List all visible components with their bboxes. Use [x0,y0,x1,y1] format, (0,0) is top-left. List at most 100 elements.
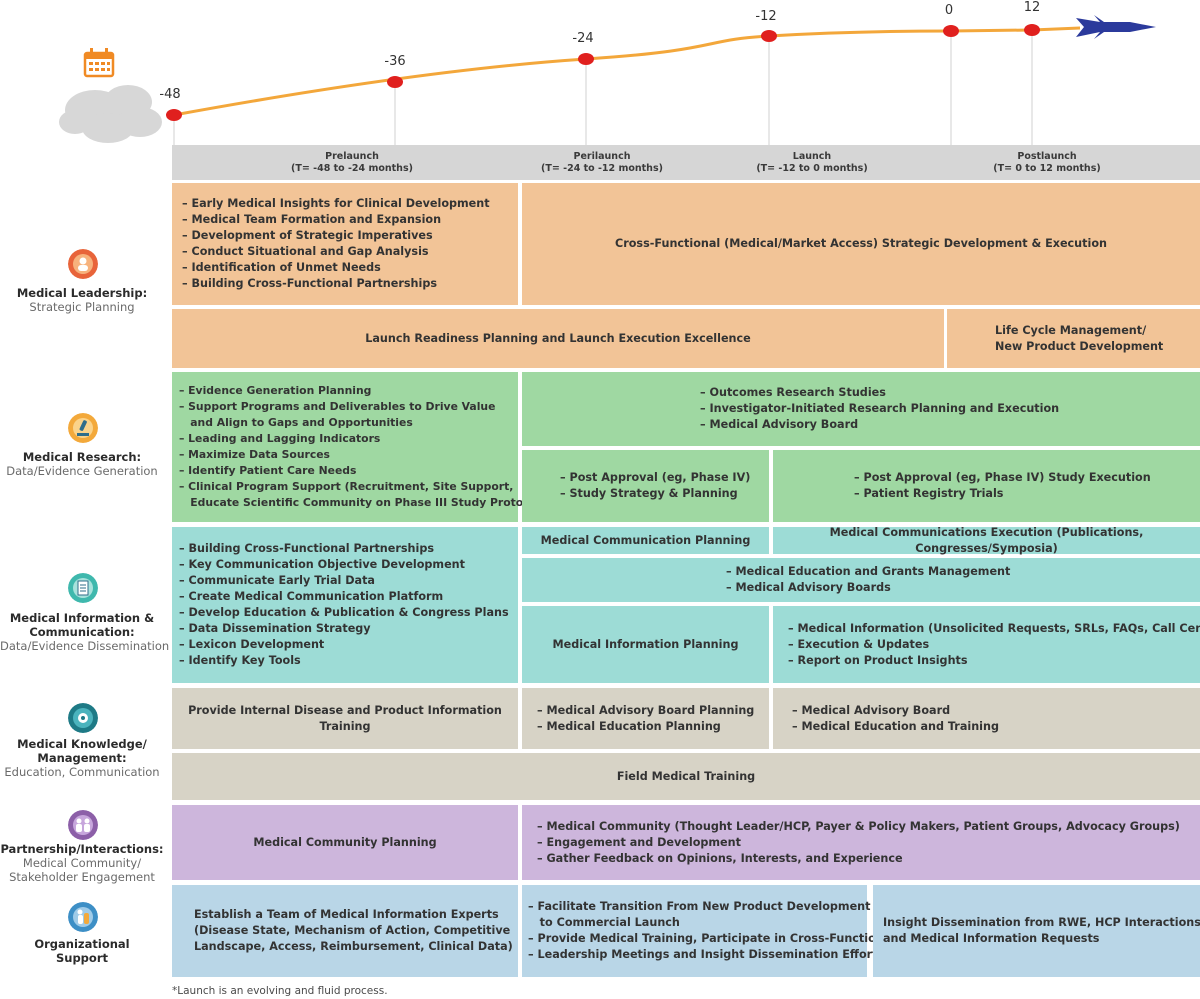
list-item: – Medical Education and Training [792,719,999,733]
row-label-knowledge: Medical Knowledge/ Management: Education… [0,737,164,779]
bullet-list: – Early Medical Insights for Clinical De… [182,196,490,292]
timeline-label: -48 [159,87,181,102]
cell-organizational-prelaunch: Establish a Team of Medical Information … [172,885,518,977]
text-line: Life Cycle Management/ [995,323,1147,337]
phase-range: (T= -12 to 0 months) [756,163,868,174]
bullet-list: – Medical Community (Thought Leader/HCP,… [537,819,1180,867]
list-item: – Medical Information (Unsolicited Reque… [788,621,1200,635]
list-item: – Medical Advisory Boards [726,581,891,594]
list-item: – Post Approval (eg, Phase IV) [560,471,751,484]
phase-name: Perilaunch [573,151,631,162]
list-item: – Leading and Lagging Indicators [179,432,381,445]
cell-research-post-execution: – Post Approval (eg, Phase IV) Study Exe… [773,450,1200,522]
timeline-marker [1024,24,1040,36]
cell-knowledge-postlaunch: – Medical Advisory Board – Medical Educa… [773,688,1200,749]
list-item: – Outcomes Research Studies [700,386,886,399]
cell-knowledge-prelaunch: Provide Internal Disease and Product Inf… [172,688,518,749]
list-item: – Communicate Early Trial Data [179,574,375,587]
timeline-line [173,26,1081,117]
cell-partnership-prelaunch: Medical Community Planning [172,805,518,880]
cell-leadership-cross-functional: Cross-Functional (Medical/Market Access)… [522,183,1200,305]
phase-launch: Launch (T= -12 to 0 months) [692,151,932,175]
list-item: – Medical Advisory Board [792,703,951,717]
timeline-label: -36 [384,54,406,69]
cell-communication-execution: Medical Communications Execution (Public… [773,526,1200,555]
list-item: – Investigator-Initiated Research Planni… [700,402,1060,415]
phase-perilaunch: Perilaunch (T= -24 to -12 months) [482,151,722,175]
cloud-icon [59,85,162,143]
phase-header: Prelaunch (T= -48 to -24 months) Perilau… [172,145,1200,180]
list-item: – Facilitate Transition From New Product… [528,900,871,913]
cell-partnership-postlaunch: – Medical Community (Thought Leader/HCP,… [522,805,1200,880]
list-item: – Clinical Program Support (Recruitment,… [179,480,514,493]
row-title: Medical Leadership: [16,286,148,300]
microscope-icon [68,413,98,443]
row-title: Medical Knowledge/ Management: [17,737,147,765]
list-item: – Medical Education and Grants Managemen… [726,565,1011,578]
row-subtitle: Strategic Planning [29,300,135,314]
phase-name: Postlaunch [1017,151,1077,162]
timeline-label: 12 [1023,0,1041,15]
timeline-label: -12 [755,9,777,24]
timeline-marker [761,30,777,42]
list-item: – Evidence Generation Planning [179,384,372,397]
list-item: – Maximize Data Sources [179,448,330,461]
cell-research-prelaunch: – Evidence Generation Planning – Support… [172,372,546,522]
timeline-markers [166,24,1040,121]
cell-organizational-perilaunch: – Facilitate Transition From New Product… [522,885,895,977]
timeline-marker [387,76,403,88]
list-item: – Identify Key Tools [179,654,301,667]
cell-leadership-prelaunch: – Early Medical Insights for Clinical De… [172,183,518,305]
phase-prelaunch: Prelaunch (T= -48 to -24 months) [232,151,472,175]
bullet-list: – Medical Information (Unsolicited Reque… [788,621,1200,669]
text-lines: Establish a Team of Medical Information … [194,907,513,955]
list-item: – Conduct Situational and Gap Analysis [182,245,429,258]
row-subtitle: Data/Evidence Dissemination [0,639,170,653]
timeline-marker [578,53,594,65]
leadership-icon [68,249,98,279]
row-label-organizational: Organizational Support [0,937,164,965]
knowledge-icon [68,703,98,733]
footnote: *Launch is an evolving and fluid process… [172,985,388,997]
cell-organizational-postlaunch: Insight Dissemination from RWE, HCP Inte… [873,885,1200,977]
row-title: Organizational Support [34,937,130,965]
list-item: – Provide Medical Training, Participate … [528,932,896,945]
row-subtitle: Medical Community/ Stakeholder Engagemen… [9,856,155,884]
text-line: and Medical Information Requests [883,932,1100,945]
phase-name: Launch [792,151,832,162]
row-label-partnership: Partnership/Interactions: Medical Commun… [0,842,164,884]
timeline-drop-lines [173,31,1033,145]
bullet-list: – Post Approval (eg, Phase IV) Study Exe… [854,470,1151,502]
cell-education-grants: – Medical Education and Grants Managemen… [522,558,1200,602]
list-item: – Patient Registry Trials [854,487,1004,500]
list-item: – Support Programs and Deliverables to D… [179,400,496,413]
list-item: – Post Approval (eg, Phase IV) Study Exe… [854,471,1151,484]
bullet-list: – Facilitate Transition From New Product… [528,899,895,963]
document-icon [68,573,98,603]
list-item: – Report on Product Insights [788,653,968,667]
list-item: – Building Cross-Functional Partnerships [179,542,435,555]
row-label-research: Medical Research: Data/Evidence Generati… [0,450,164,478]
cell-information-execution: – Medical Information (Unsolicited Reque… [773,606,1200,683]
bullet-list: – Medical Advisory Board Planning – Medi… [537,703,754,735]
list-item: – Study Strategy & Planning [560,487,738,500]
phase-range: (T= -48 to -24 months) [291,163,413,174]
list-item: – Key Communication Objective Developmen… [179,558,465,571]
text-line: Landscape, Access, Reimbursement, Clinic… [194,940,513,953]
phase-range: (T= -24 to -12 months) [541,163,663,174]
cell-information-planning: Medical Information Planning [522,606,769,683]
timeline-marker [943,25,959,37]
calendar-icon [83,48,115,78]
list-item: – Create Medical Communication Platform [179,590,444,603]
timeline-label: 0 [944,3,954,18]
list-item: – Identification of Unmet Needs [182,261,381,274]
cell-communication-planning: Medical Communication Planning [522,527,769,554]
phase-postlaunch: Postlaunch (T= 0 to 12 months) [927,151,1167,175]
list-item: – Medical Advisory Board Planning [537,703,755,717]
bullet-list: – Evidence Generation Planning – Support… [179,383,546,511]
cell-leadership-launch-readiness: Launch Readiness Planning and Launch Exe… [172,309,944,368]
list-item: – Development of Strategic Imperatives [182,229,433,242]
cell-leadership-lifecycle: Life Cycle Management/ New Product Devel… [947,309,1200,368]
list-item: – Engagement and Development [537,835,741,849]
row-title: Partnership/Interactions: [0,842,164,856]
